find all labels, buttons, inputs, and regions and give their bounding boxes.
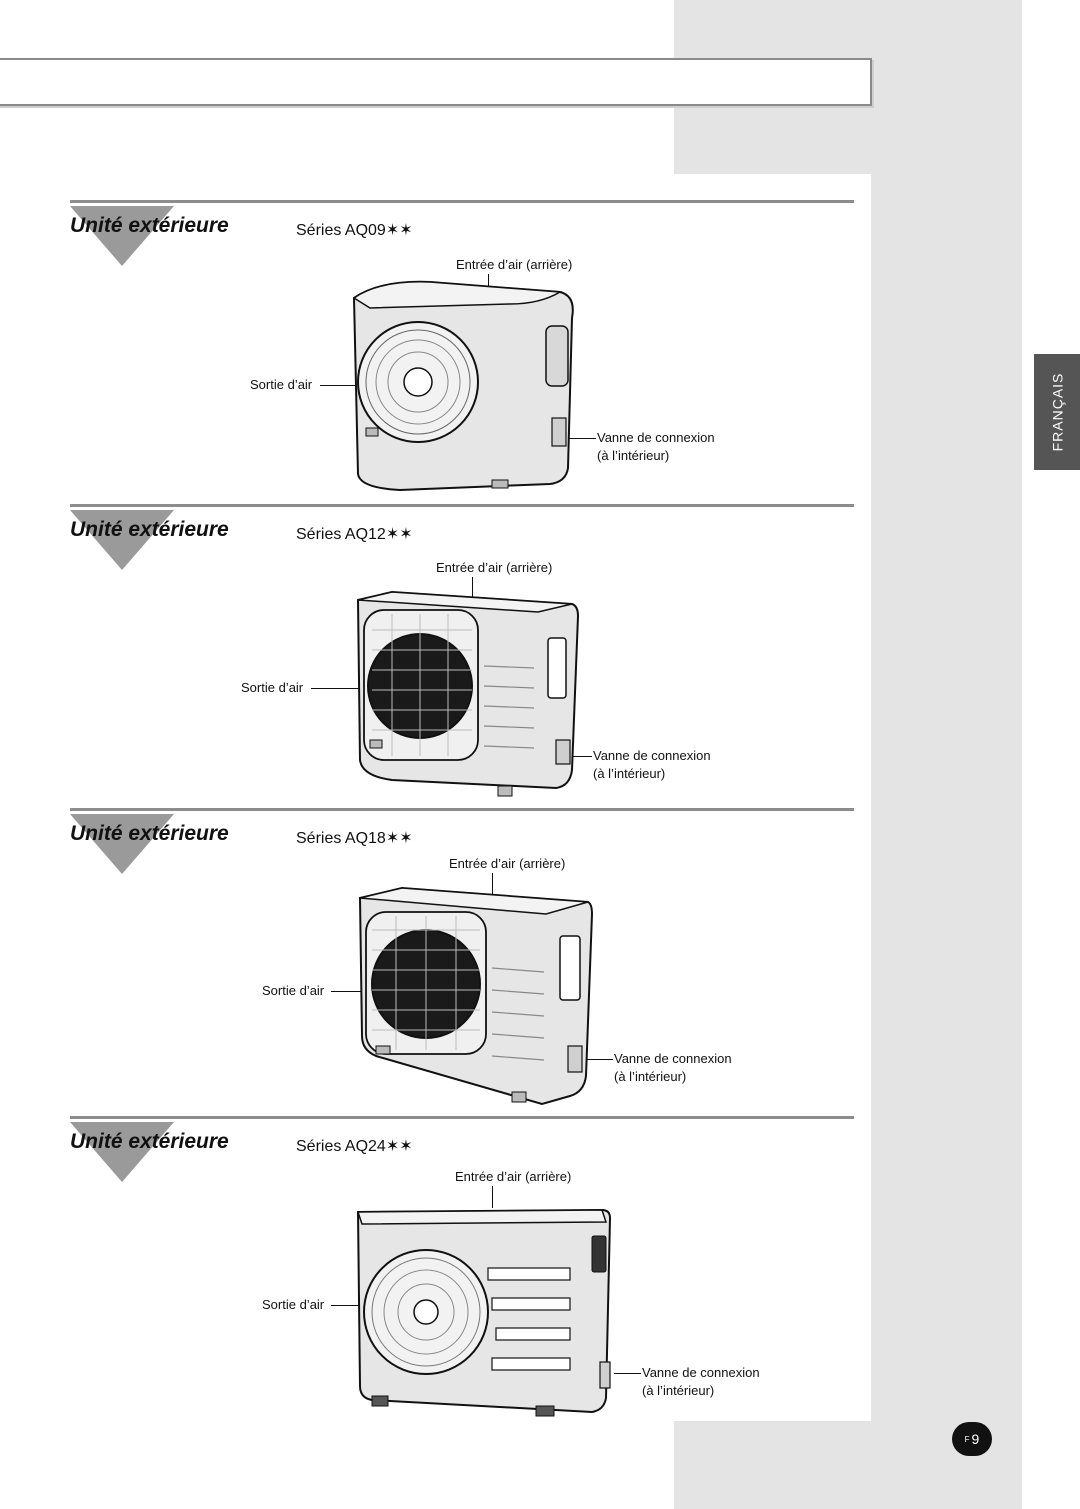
series-label: Séries AQ09✶✶ (296, 222, 413, 239)
air-outlet-label: Sortie d’air (250, 377, 313, 392)
air-outlet-leader (331, 991, 375, 992)
language-tab-label: FRANÇAIS (1049, 372, 1066, 452)
section-title: Unité extérieure (70, 214, 229, 237)
section-triangle-marker (70, 206, 174, 266)
air-inlet-label: Entrée d’air (arrière) (449, 856, 566, 871)
section-aq09: Unité extérieure Séries AQ09✶✶ Entrée d’… (0, 200, 860, 500)
section-rule (70, 504, 854, 507)
air-inlet-leader (488, 274, 489, 296)
air-inlet-label: Entrée d’air (arrière) (436, 560, 553, 575)
valve-leader (614, 1373, 641, 1374)
valve-label-line2: (à l’intérieur) (642, 1383, 715, 1398)
air-outlet-label: Sortie d’air (241, 680, 304, 695)
outdoor-unit-aq18-image (358, 886, 594, 1106)
section-rule (70, 808, 854, 811)
section-aq12: Unité extérieure Séries AQ12✶✶ Entrée d’… (0, 504, 860, 804)
outdoor-unit-aq09-image (352, 280, 574, 492)
section-triangle-marker (70, 1122, 174, 1182)
valve-label-line1: Vanne de connexion (642, 1365, 760, 1380)
page-number-prefix: F (964, 1434, 970, 1444)
air-outlet-leader (320, 385, 372, 386)
valve-leader (566, 756, 592, 757)
air-outlet-leader (331, 1305, 377, 1306)
outdoor-unit-aq12-image (356, 590, 580, 797)
section-rule (70, 200, 854, 203)
section-rule (70, 1116, 854, 1119)
section-title: Unité extérieure (70, 822, 229, 845)
valve-label-line1: Vanne de connexion (593, 748, 711, 763)
valve-label-line1: Vanne de connexion (614, 1051, 732, 1066)
outdoor-unit-aq24-image (356, 1208, 612, 1417)
valve-label-line2: (à l’intérieur) (593, 766, 666, 781)
air-inlet-leader (472, 577, 473, 599)
section-aq24: Unité extérieure Séries AQ24✶✶ Entrée d’… (0, 1116, 860, 1417)
language-tab: FRANÇAIS (1034, 354, 1080, 470)
section-triangle-marker (70, 510, 174, 570)
air-inlet-label: Entrée d’air (arrière) (455, 1169, 572, 1184)
header-bar (0, 58, 872, 106)
air-inlet-leader (492, 873, 493, 897)
valve-leader (566, 438, 596, 439)
page-number-badge: F 9 (952, 1422, 992, 1456)
air-outlet-label: Sortie d’air (262, 1297, 325, 1312)
air-inlet-label: Entrée d’air (arrière) (456, 257, 573, 272)
series-label: Séries AQ18✶✶ (296, 830, 413, 847)
air-inlet-leader (492, 1186, 493, 1208)
section-triangle-marker (70, 814, 174, 874)
valve-label-line2: (à l’intérieur) (614, 1069, 687, 1084)
section-title: Unité extérieure (70, 1130, 229, 1153)
valve-label-line1: Vanne de connexion (597, 430, 715, 445)
air-outlet-label: Sortie d’air (262, 983, 325, 998)
valve-label-line2: (à l’intérieur) (597, 448, 670, 463)
valve-leader (586, 1059, 613, 1060)
section-aq18: Unité extérieure Séries AQ18✶✶ Entrée d’… (0, 808, 860, 1108)
page-number: 9 (971, 1431, 980, 1447)
right-gray-margin (871, 0, 1022, 1509)
series-label: Séries AQ24✶✶ (296, 1138, 413, 1155)
air-outlet-leader (311, 688, 363, 689)
section-title: Unité extérieure (70, 518, 229, 541)
series-label: Séries AQ12✶✶ (296, 526, 413, 543)
